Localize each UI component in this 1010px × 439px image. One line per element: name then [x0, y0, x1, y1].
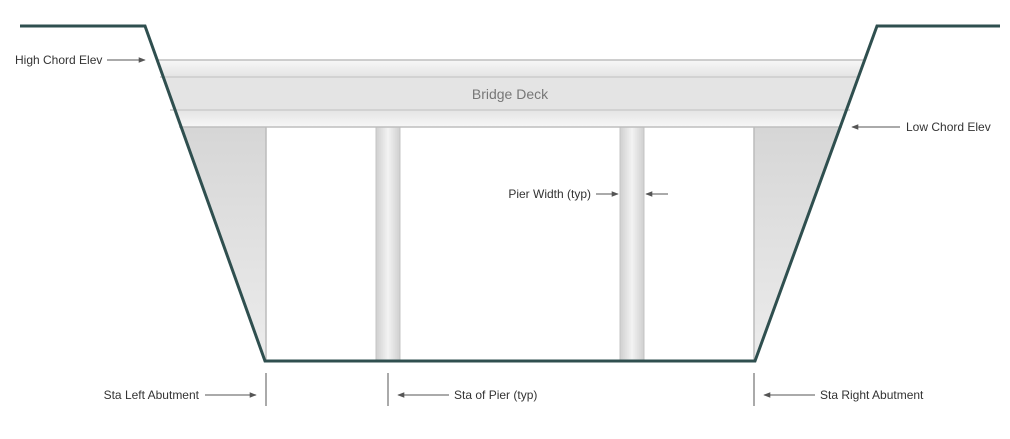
pier-width-label: Pier Width (typ) — [508, 187, 591, 201]
bridge-deck-label: Bridge Deck — [472, 86, 549, 102]
pier-left — [375, 126, 401, 362]
high-chord-label: High Chord Elev — [15, 53, 102, 67]
ground-profile-line — [20, 24, 1000, 363]
pier-right — [619, 126, 645, 362]
low-chord-label: Low Chord Elev — [906, 120, 991, 134]
sta-left-abutment-label: Sta Left Abutment — [104, 388, 200, 402]
sta-right-abutment-label: Sta Right Abutment — [820, 388, 924, 402]
sta-pier-label: Sta of Pier (typ) — [454, 388, 537, 402]
